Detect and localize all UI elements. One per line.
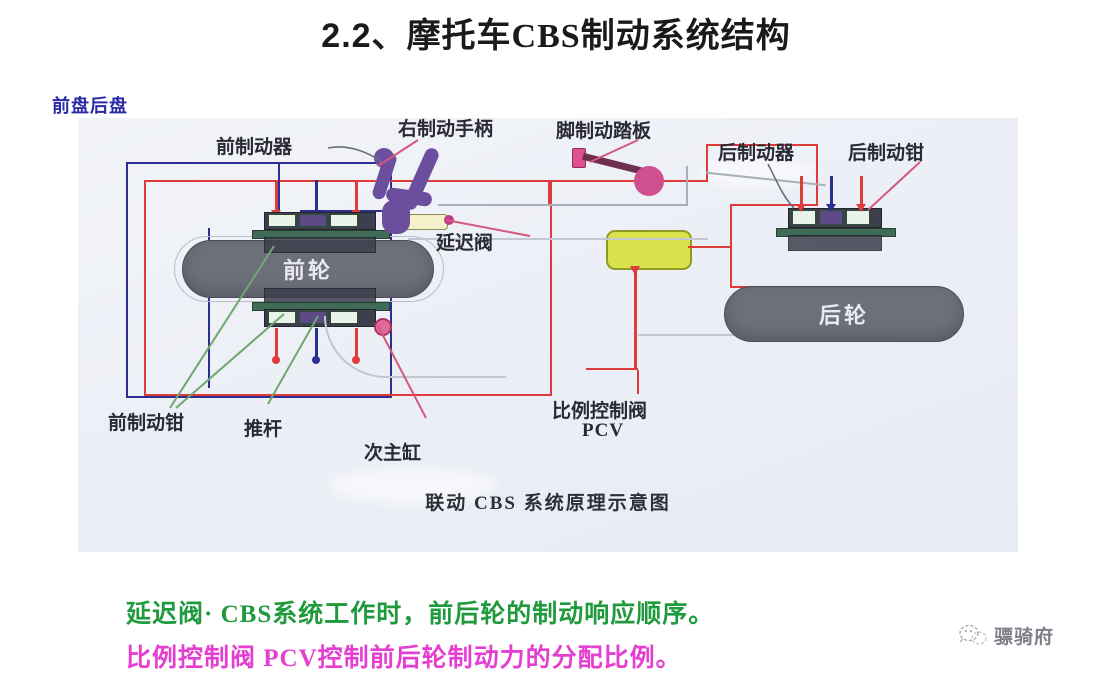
hydraulic-line-navy-bus2 (300, 210, 392, 212)
label-secondary-master-cylinder: 次主缸 (364, 443, 422, 464)
brake-pad (819, 210, 843, 225)
feed-lower-navy (315, 328, 318, 358)
rear-caliper-body (788, 235, 882, 251)
hydraulic-line-red-to-rear (706, 144, 818, 146)
front-rear-disc-tag: 前盘后盘 (52, 96, 128, 116)
feed-lower-red-left (275, 328, 278, 358)
rear-feed-navy-arrow (826, 204, 836, 212)
rear-feed-red-left (800, 176, 803, 206)
rear-feed-navy (830, 176, 833, 206)
front-wheel-label: 前轮 (282, 258, 333, 283)
rear-feed-red-right-arrow (856, 204, 866, 212)
hydraulic-line-red-top-run (548, 180, 708, 182)
diagram-caption: 联动 CBS 系统原理示意图 (425, 493, 671, 514)
brake-pad (299, 214, 327, 227)
rear-wheel-label: 后轮 (818, 303, 869, 328)
brake-pad (268, 311, 296, 324)
feed-navy-mid (315, 180, 318, 212)
frame-sketch-body (408, 238, 708, 240)
label-rear-caliper: 后制动钳 (848, 143, 925, 164)
note-delay-valve: 延迟阀· CBS系统工作时，前后轮的制动响应顺序。 (126, 601, 715, 628)
master-cylinder-body (382, 200, 410, 234)
pcv-out-line (688, 246, 732, 248)
label-right-lever: 右制动手柄 (398, 119, 494, 140)
hydraulic-line-red-top (548, 180, 550, 206)
watermark-text: 骠骑府 (994, 627, 1055, 648)
front-caliper-upper-body (264, 237, 376, 253)
hydraulic-line-navy-front-bus (278, 162, 390, 164)
page-title: 2.2、摩托车CBS制动系统结构 (0, 8, 1112, 57)
page-title-number: 2.2、 (321, 17, 407, 55)
brake-pad (846, 210, 870, 225)
front-caliper-upper-pads (268, 214, 358, 227)
brake-pad (330, 214, 358, 227)
cbs-diagram-panel: 前轮 (78, 118, 1018, 552)
leader-rear-caliper (867, 161, 921, 211)
hydraulic-line-navy-riser-a (278, 162, 280, 210)
feed-red-right (355, 180, 358, 212)
junction-dot (312, 356, 320, 364)
label-foot-pedal: 脚制动踏板 (556, 121, 652, 142)
rear-feed-red-right (860, 176, 863, 206)
wechat-icon (959, 624, 987, 645)
foot-pedal-pivot (634, 166, 664, 196)
frame-sketch-top (438, 204, 688, 206)
watermark: 骠骑府 (958, 622, 1054, 649)
paper-highlight (328, 468, 498, 504)
hydraulic-line-red-rear-drop (816, 144, 818, 206)
brake-pad (792, 210, 816, 225)
junction-dot (272, 356, 280, 364)
pcv-feed-arrow (630, 266, 640, 275)
label-pcv-name: 比例控制阀 (552, 401, 648, 422)
brake-pad (268, 214, 296, 227)
page-title-text: 摩托车CBS制动系统结构 (406, 18, 791, 55)
note-pcv: 比例控制阀 PCV控制前后轮制动力的分配比例。 (126, 645, 682, 672)
rear-caliper-pads (792, 210, 870, 225)
pcv-feed-bottom (586, 368, 638, 370)
feed-red-left (275, 180, 278, 212)
front-circuit-frame-red (144, 180, 552, 396)
pcv-valve-box (606, 230, 692, 270)
rear-feed-red-left-arrow (796, 204, 806, 212)
label-front-caliper: 前制动钳 (108, 413, 185, 434)
label-push-rod: 推杆 (244, 419, 283, 440)
rear-wheel: 后轮 (724, 286, 964, 342)
label-front-brake: 前制动器 (216, 137, 293, 158)
label-delay-valve: 延迟阀 (436, 233, 494, 254)
label-rear-brake: 后制动器 (718, 143, 795, 164)
frame-sketch-right (686, 166, 688, 206)
pcv-feed-line (634, 266, 637, 370)
label-pcv-abbr: PCV (582, 420, 625, 441)
brake-pad (299, 311, 327, 324)
hydraulic-line-red-riser (706, 144, 708, 182)
foot-pedal-arm (582, 152, 642, 175)
delay-valve-node (444, 215, 454, 225)
